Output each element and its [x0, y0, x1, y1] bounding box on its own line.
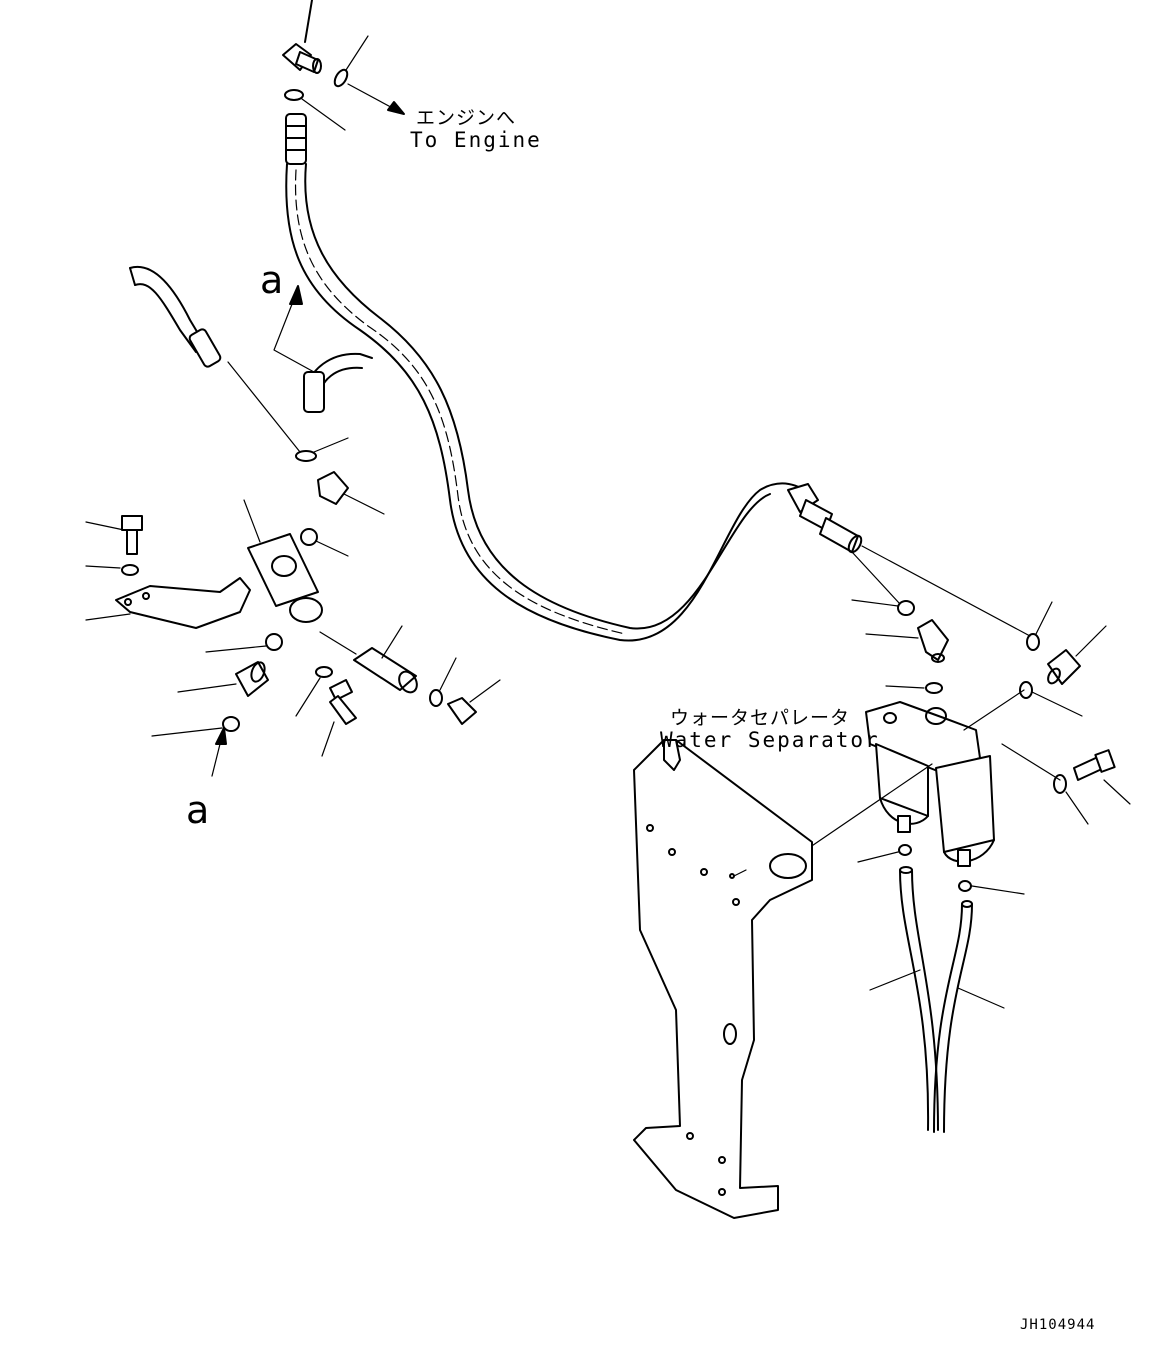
o-ring-sep-4 — [1019, 681, 1083, 717]
o-ring-sep-1 — [851, 599, 915, 616]
fitting-elbow-mid — [317, 471, 385, 515]
union-fitting-left — [177, 661, 269, 697]
washer-sep — [1053, 774, 1089, 825]
mounting-bracket — [85, 577, 251, 629]
elbow-sep-inlet — [865, 619, 949, 663]
tube-connector — [319, 625, 418, 694]
o-ring-sep-2 — [885, 682, 943, 694]
bolt-top-left — [85, 515, 143, 555]
engine-arrow — [347, 83, 405, 115]
o-ring-left-1 — [205, 633, 283, 653]
drain-hoses — [869, 866, 1005, 1133]
water-separator-label-jp: ウォータセパレータ — [670, 707, 851, 729]
top-o-ring — [333, 35, 369, 88]
to-engine-label-en: To Engine — [410, 128, 542, 152]
drawing-code: JH104944 — [1020, 1317, 1096, 1333]
callout-a-upper: a — [260, 258, 284, 302]
small-hose-elbow — [303, 352, 373, 413]
top-elbow-fitting — [282, 0, 322, 74]
o-ring-mid — [300, 528, 349, 557]
o-ring-left-2 — [151, 716, 240, 737]
mounting-plate — [633, 739, 813, 1219]
o-ring-sep-3 — [1026, 601, 1053, 651]
to-engine-label-jp: エンジンへ — [416, 107, 517, 129]
elbow-sep-outlet — [1047, 625, 1107, 685]
o-ring-lower-top — [284, 89, 346, 131]
washer-mid — [295, 666, 333, 717]
plug-cap — [447, 679, 501, 725]
o-ring-return — [295, 437, 349, 462]
return-hose — [129, 265, 301, 453]
fuel-valve-body — [243, 499, 323, 623]
hose-end-fitting-right — [787, 483, 1031, 637]
water-separator-assembly — [799, 689, 1025, 867]
water-separator-label-en: Water Separator — [660, 728, 880, 752]
washer-top-left — [85, 564, 139, 576]
main-fuel-hose — [285, 113, 811, 642]
drain-nipple-1 — [857, 844, 912, 863]
callout-a-lower: a — [186, 788, 210, 832]
bolt-sep — [1001, 743, 1131, 805]
arrow-a-upper — [273, 285, 315, 373]
arrow-a-lower — [211, 727, 227, 777]
banjo-bolt — [321, 679, 357, 757]
o-ring-right-small — [429, 657, 457, 707]
drain-nipple-2 — [958, 880, 1025, 895]
